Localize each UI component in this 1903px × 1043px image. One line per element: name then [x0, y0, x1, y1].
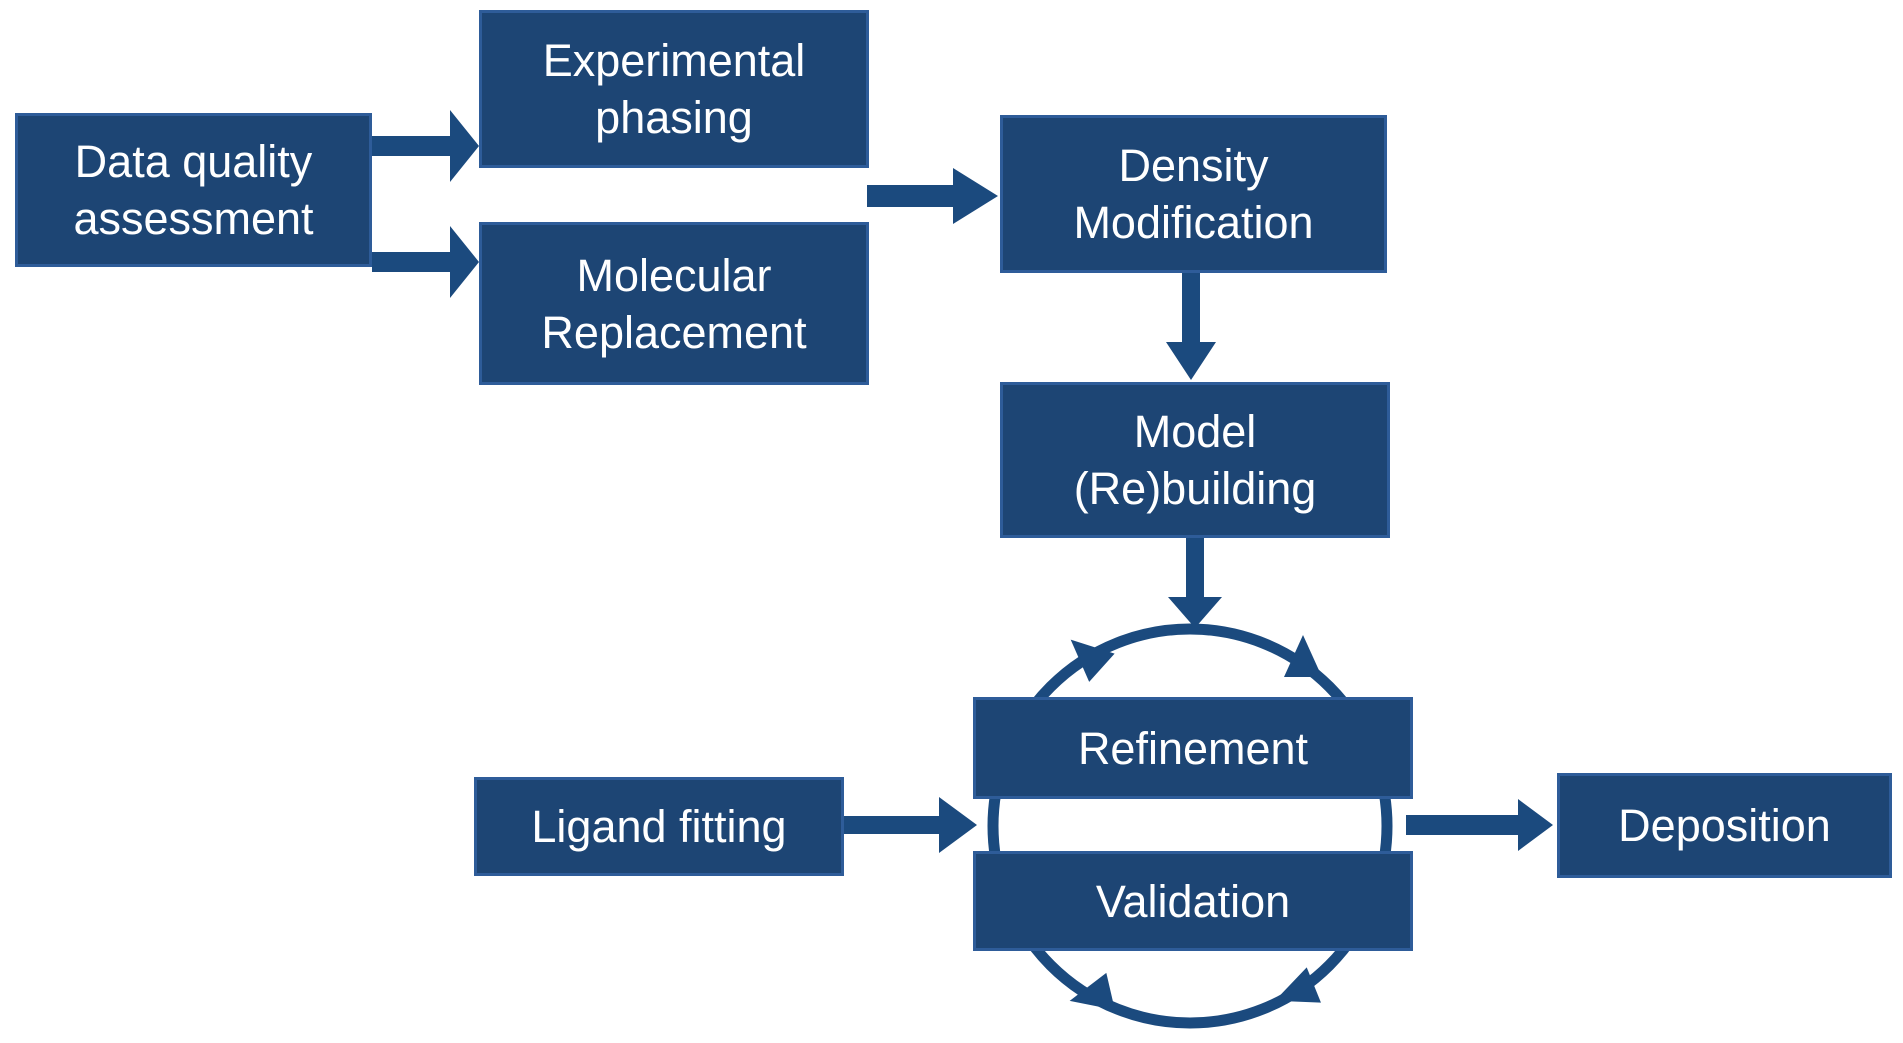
- node-label-line: phasing: [595, 92, 753, 143]
- node-ligand-fitting: Ligand fitting: [474, 777, 844, 876]
- node-label-line: Deposition: [1618, 800, 1831, 851]
- node-label-line: Validation: [1095, 875, 1291, 927]
- refinement-validation-cycle-ring: [987, 623, 1393, 1029]
- node-label-line: Density: [1118, 140, 1269, 191]
- node-refinement: Refinement: [973, 697, 1413, 799]
- arrow-ligand-fitting-to-cycle: [844, 797, 977, 853]
- node-label-line: Molecular: [576, 249, 772, 301]
- cycle-arrowhead-top-right: [1284, 635, 1322, 677]
- arrow-data-quality-to-experimental-phasing: [372, 110, 479, 182]
- node-molecular-replacement: Molecular Replacement: [479, 222, 869, 385]
- node-experimental-phasing: Experimental phasing: [479, 10, 869, 168]
- node-label-line: Experimental: [542, 35, 806, 86]
- cycle-arrowhead-top-left: [1070, 639, 1115, 682]
- cycle-arrowhead-bottom-left: [1069, 972, 1115, 1010]
- node-label-line: (Re)building: [1073, 463, 1317, 514]
- arrow-data-quality-to-molecular-replacement: [372, 226, 479, 298]
- arrow-phasing-to-density-modification: [867, 168, 998, 224]
- node-label-line: Refinement: [1077, 722, 1309, 774]
- node-label-line: Ligand fitting: [531, 801, 787, 852]
- arrow-density-modification-to-model-rebuilding: [1166, 273, 1216, 380]
- node-data-quality-assessment: Data quality assessment: [15, 113, 372, 267]
- cycle-arrowhead-bottom-right: [1274, 967, 1321, 1003]
- node-deposition: Deposition: [1557, 773, 1892, 878]
- arrow-cycle-to-deposition: [1406, 799, 1553, 851]
- node-validation: Validation: [973, 851, 1413, 951]
- node-model-rebuilding: Model (Re)building: [1000, 382, 1390, 538]
- node-label-line: Replacement: [541, 306, 807, 358]
- node-label-line: assessment: [73, 193, 314, 244]
- node-label-line: Data quality: [74, 136, 313, 187]
- arrow-model-rebuilding-to-cycle: [1168, 538, 1222, 628]
- node-density-modification: Density Modification: [1000, 115, 1387, 273]
- node-label-line: Modification: [1073, 197, 1314, 248]
- node-label-line: Model: [1133, 406, 1257, 457]
